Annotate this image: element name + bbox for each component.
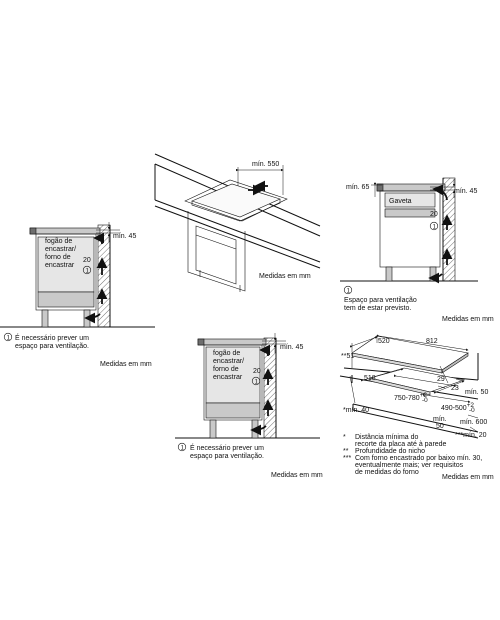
diagram-e-legend-3-line2: eventualmente mais; ver requisitos — [355, 462, 464, 469]
diagram-e-min-label: mín. — [433, 416, 447, 423]
diagram-c-min-65: mín. 65 — [346, 184, 369, 191]
diagram-c-note-line2: tem de estar previsto. — [344, 305, 411, 312]
diagram-e-dim-750-780: 750-780+2-0 — [394, 392, 428, 404]
diagram-e-legend-mark-3: *** — [343, 455, 351, 462]
diagram-d-side-view — [175, 333, 320, 439]
svg-text:1: 1 — [347, 288, 351, 294]
svg-text:1: 1 — [86, 268, 90, 274]
diagram-a-label-line3: forno de — [45, 254, 71, 261]
diagram-e-units: Medidas em mm — [442, 474, 494, 481]
wall — [263, 337, 277, 439]
svg-text:1: 1 — [181, 445, 185, 451]
diagram-c-drawer-label: Gaveta — [389, 198, 412, 205]
diagram-b-units: Medidas em mm — [259, 273, 311, 280]
diagram-d-units: Medidas em mm — [271, 472, 323, 479]
diagram-a-note-marker: 1 — [3, 332, 13, 341]
diagram-d-label-line1: fogão de — [213, 350, 240, 357]
diagram-e-min-600: mín. 600 — [460, 419, 487, 426]
diagram-e-min-50: mín. 50 — [465, 389, 488, 396]
diagram-b-perspective — [154, 153, 321, 292]
cabinet — [379, 190, 441, 268]
diagram-e-dim-23: 23 — [451, 385, 459, 392]
svg-text:1: 1 — [255, 379, 259, 385]
worktop-front — [352, 403, 479, 433]
diagram-e-min-20: ***mín. 20 — [455, 432, 487, 439]
diagram-c-side-view — [340, 177, 478, 284]
diagram-a-dim-20: 20 — [83, 257, 91, 264]
diagram-a-note-line1: É necessário prever um — [15, 333, 89, 342]
diagram-e-dim-490-500: 490-500+2-0 — [441, 402, 475, 414]
diagram-c-dim-20: 20 — [430, 211, 438, 218]
diagram-a-note-line2: espaço para ventilação. — [15, 343, 89, 350]
worktop-front-edge — [154, 199, 321, 263]
diagram-d-label-line2: encastrar/ — [213, 358, 244, 365]
diagram-e-legend-1-line1: Distância mínima do — [355, 434, 419, 441]
diagram-e-legend-3-line3: de medidas do forno — [355, 469, 419, 476]
diagram-e-dim-29: 29 — [437, 376, 445, 383]
diagram-e-min-40: *mín. 40 — [343, 407, 369, 414]
svg-text:1: 1 — [433, 224, 437, 230]
diagram-e-legend-mark-2: ** — [343, 448, 349, 455]
diagram-d-note-line1: É necessário prever um — [190, 443, 264, 452]
diagram-d-note-marker: 1 — [177, 442, 187, 451]
diagram-e-legend-mark-1: * — [343, 434, 346, 441]
diagram-d-min-45: mín. 45 — [280, 344, 303, 351]
diagram-a-marker-circle: 1 — [82, 265, 92, 274]
appliance-base — [37, 291, 95, 308]
diagram-e-legend-3-line1: Com forno encastrado por baixo mín. 30, — [355, 455, 482, 462]
diagram-c-note-line1: Espaço para ventilação — [344, 297, 417, 304]
diagram-c-units: Medidas em mm — [442, 316, 494, 323]
drawer — [384, 192, 436, 208]
appliance-housing — [35, 233, 97, 311]
diagram-e-dim-518: 518 — [364, 375, 376, 382]
diagram-a-label-line1: fogão de — [45, 238, 72, 245]
diagram-e-cooktop — [339, 334, 479, 439]
worktop — [197, 338, 267, 346]
diagram-a-label-line4: encastrar — [45, 262, 75, 269]
diagram-e-dim-520: 520 — [378, 338, 390, 345]
diagram-d-note-line2: espaço para ventilação. — [190, 453, 264, 460]
diagram-d-dim-20: 20 — [253, 368, 261, 375]
diagram-c-marker-circle: 1 — [429, 221, 439, 230]
oven-niche — [195, 225, 237, 285]
diagram-a-min-45: mín. 45 — [113, 233, 136, 240]
diagram-e-dim-812: 812 — [426, 338, 438, 345]
cutout-outline — [184, 179, 288, 222]
diagram-d-label-line4: encastrar — [213, 374, 243, 381]
diagram-a-side-view — [0, 222, 155, 328]
diagram-b-min-550: mín. 550 — [252, 161, 279, 168]
diagram-a-units: Medidas em mm — [100, 361, 152, 368]
diagram-e-legend-2-line1: Profundidade do nicho — [355, 448, 425, 455]
diagram-a-label-line2: encastrar/ — [45, 246, 76, 253]
worktop — [29, 227, 101, 235]
airflow-arrow — [84, 312, 101, 324]
diagram-d-marker-circle: 1 — [251, 376, 261, 385]
diagram-d-label-line3: forno de — [213, 366, 239, 373]
diagram-c-min-45: mín. 45 — [454, 188, 477, 195]
svg-text:1: 1 — [7, 335, 11, 341]
diagram-e-dim-51: **51 — [341, 353, 354, 360]
diagram-e-legend-1-line2: recorte da placa até à parede — [355, 441, 447, 448]
diagram-c-note-marker: 1 — [343, 285, 353, 294]
diagram-e-min-50-value: 50 — [436, 423, 444, 430]
